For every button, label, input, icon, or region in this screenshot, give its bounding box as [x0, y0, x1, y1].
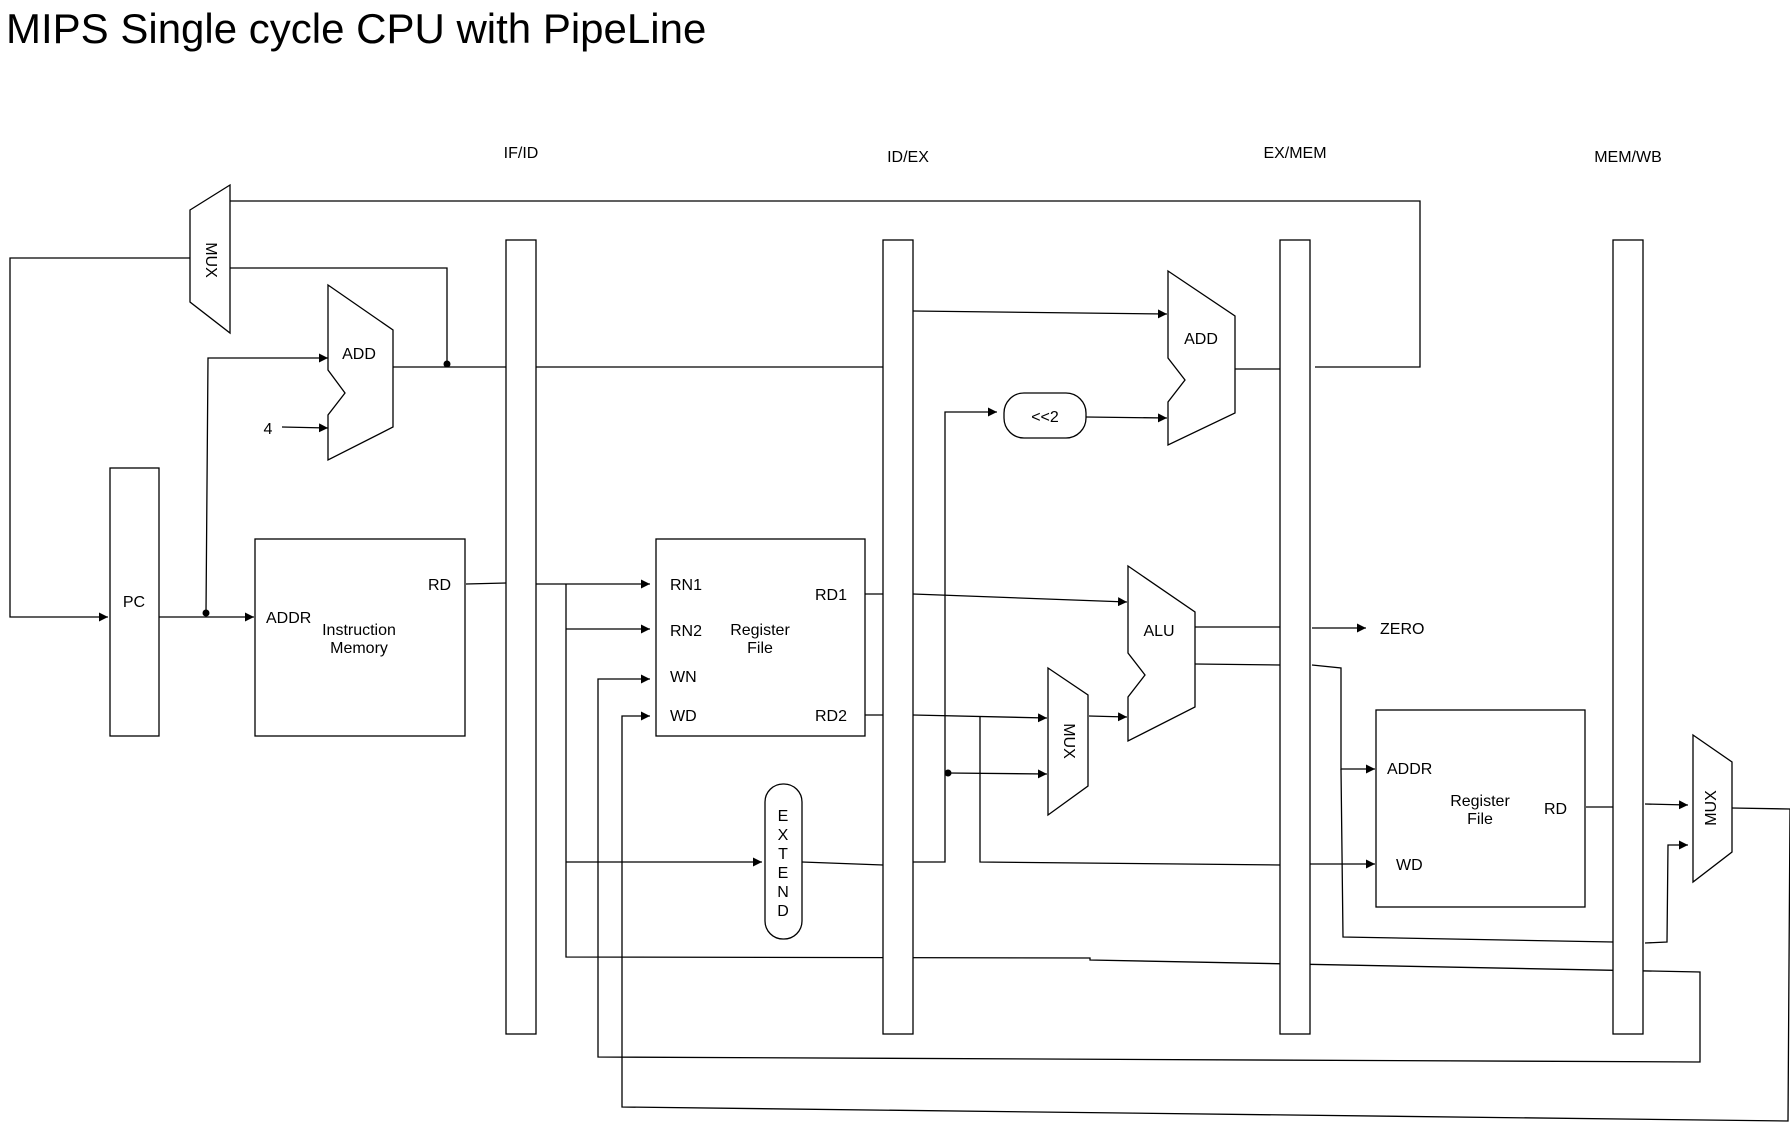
rf-wd-port: WD: [670, 708, 697, 725]
pc-mux-shape: [189, 183, 231, 335]
pc-adder-label: ADD: [342, 346, 376, 363]
wire-alu-result-to-addr: [1311, 664, 1375, 774]
wire-mux-to-pc: [9, 257, 190, 622]
id-ex-register: [882, 239, 914, 1035]
branch-adder: ADD: [1167, 269, 1236, 447]
wire-alu-result-to-wbmux: [1340, 768, 1614, 943]
alu-label: ALU: [1143, 623, 1174, 640]
writeback-mux: MUX: [1692, 733, 1733, 884]
shift-left-label: <<2: [1031, 409, 1059, 426]
wire-imm-to-alumux: [947, 769, 1048, 779]
pc-mux-label: MUX: [202, 242, 219, 278]
sign-extend-shape: [764, 783, 803, 940]
dmem-wd-port: WD: [1396, 857, 1423, 874]
extend-letter: T: [778, 846, 788, 863]
rf-name-line1: Register: [730, 622, 790, 639]
pc-mux: MUX: [189, 183, 231, 335]
wire-rd2-to-mem-wd: [979, 716, 1281, 866]
writeback-mux-label: MUX: [1703, 790, 1720, 826]
pc-box: [109, 467, 160, 737]
wire-pc-to-adder: [205, 353, 328, 614]
mem-wb-label: MEM/WB: [1594, 149, 1662, 166]
wire-writeback-to-wd: [621, 711, 1790, 1122]
writeback-mux-shape: [1692, 733, 1733, 884]
wire-instr-trunk: [565, 584, 1701, 1063]
id-ex-label: ID/EX: [887, 149, 929, 166]
rf-rd2-port: RD2: [815, 708, 847, 725]
register-file: RN1 RN2 WN WD RD1 RD2 Register File: [655, 538, 866, 737]
wire-shift-to-add: [1085, 413, 1168, 423]
alu-zero-output: ZERO: [1380, 621, 1424, 638]
wire-pc4-to-branch-add: [912, 309, 1168, 319]
junction-pc4: [443, 360, 451, 368]
imem-addr-port: ADDR: [266, 610, 311, 627]
junction-pc: [202, 609, 210, 617]
dmem-name-line1: Register: [1450, 793, 1510, 810]
branch-adder-shape: [1167, 269, 1236, 447]
mem-wb-register: [1612, 239, 1644, 1035]
wire-mem-rd-to-wbmux: [1644, 800, 1689, 810]
wire-alu-result: [1194, 663, 1281, 666]
instruction-memory-box: [254, 538, 466, 737]
junction-imm: [944, 769, 952, 777]
dmem-name-line2: File: [1467, 811, 1493, 828]
shift-left-2: <<2: [1003, 392, 1087, 439]
alu-mux-label: MUX: [1060, 723, 1077, 759]
extend-letter: N: [777, 884, 789, 901]
rf-rd1-port: RD1: [815, 587, 847, 604]
alu-mux-shape: [1047, 666, 1089, 817]
shift-left-shape: [1003, 392, 1087, 439]
dmem-rd-port: RD: [1544, 801, 1567, 818]
register-file-box: [655, 538, 866, 737]
constant-four: 4: [264, 421, 273, 438]
alu-mux: MUX: [1047, 666, 1089, 817]
pc-adder-shape: [327, 283, 394, 462]
imem-rd-port: RD: [428, 577, 451, 594]
rf-rn2-port: RN2: [670, 623, 702, 640]
sign-extend: E X T E N D: [764, 783, 803, 940]
pipeline-registers: IF/ID ID/EX EX/MEM MEM/WB: [504, 145, 1662, 1035]
rf-name-line2: File: [747, 640, 773, 657]
wire-branch-target-to-mux: [230, 200, 1421, 368]
alu-shape: [1127, 564, 1196, 743]
wire-pc4-to-mux: [230, 267, 448, 367]
wire-alumux-to-alu: [1088, 712, 1128, 722]
branch-adder-label: ADD: [1184, 331, 1218, 348]
wire-instruction-out: [465, 582, 507, 585]
extend-letter: E: [778, 808, 789, 825]
extend-letter: X: [778, 827, 789, 844]
page-title: MIPS Single cycle CPU with PipeLine: [6, 5, 707, 52]
if-id-register: [505, 239, 537, 1035]
ex-mem-label: EX/MEM: [1263, 145, 1326, 162]
dmem-addr-port: ADDR: [1387, 761, 1432, 778]
rf-wn-port: WN: [670, 669, 697, 686]
wire-rd1-to-alu: [912, 593, 1128, 607]
data-memory-box: [1375, 709, 1586, 908]
pc-adder: ADD 4: [264, 283, 394, 462]
wire-alu-bypass-to-wbmux: [1644, 840, 1688, 944]
pc-label: PC: [123, 594, 145, 611]
wires: [9, 200, 1790, 1122]
if-id-label: IF/ID: [504, 145, 539, 162]
alu: ALU ZERO: [1127, 564, 1424, 743]
ex-mem-register: [1279, 239, 1311, 1035]
program-counter: PC: [109, 467, 160, 737]
imem-name-line1: Instruction: [322, 622, 396, 639]
instruction-memory: ADDR RD Instruction Memory: [254, 538, 466, 737]
imem-name-line2: Memory: [330, 640, 388, 657]
rf-rn1-port: RN1: [670, 577, 702, 594]
wire-imm-to-shift: [913, 407, 997, 863]
wire-four-to-adder: [281, 423, 329, 433]
data-memory: ADDR WD RD Register File: [1375, 709, 1586, 908]
wire-extend-out: [801, 861, 884, 866]
extend-letter: D: [777, 903, 789, 920]
extend-letter: E: [778, 865, 789, 882]
